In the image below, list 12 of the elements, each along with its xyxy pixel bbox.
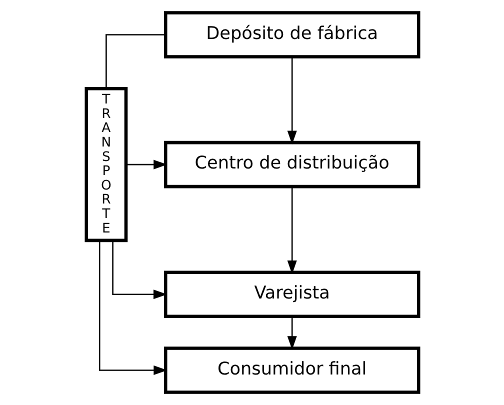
node-box: Centro de distribuição (163, 140, 420, 188)
connector (105, 34, 166, 88)
node-box: Varejista (163, 270, 420, 318)
arrow (112, 240, 167, 300)
node-box: T R A N S P O R T E (84, 87, 128, 242)
arrow (286, 186, 296, 274)
node-box: Consumidor final (163, 346, 420, 394)
arrow (286, 316, 296, 350)
node-box: Depósito de fábrica (163, 11, 420, 58)
arrow (126, 160, 167, 170)
arrow (98, 240, 167, 376)
arrow (286, 56, 296, 144)
